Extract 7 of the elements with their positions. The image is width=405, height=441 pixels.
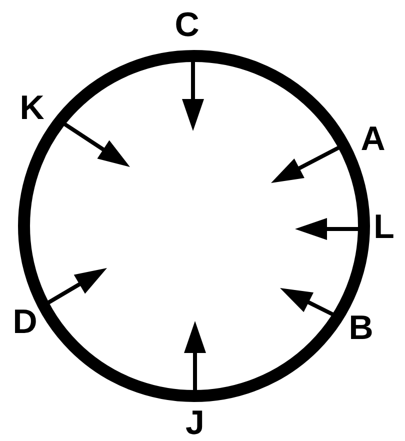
point-label: L	[374, 210, 394, 244]
point-label: J	[186, 406, 204, 440]
point-label: K	[20, 91, 44, 125]
point-label: B	[348, 311, 374, 345]
point-label: C	[174, 8, 200, 42]
point-label: A	[360, 122, 386, 156]
point-label: D	[12, 305, 38, 339]
